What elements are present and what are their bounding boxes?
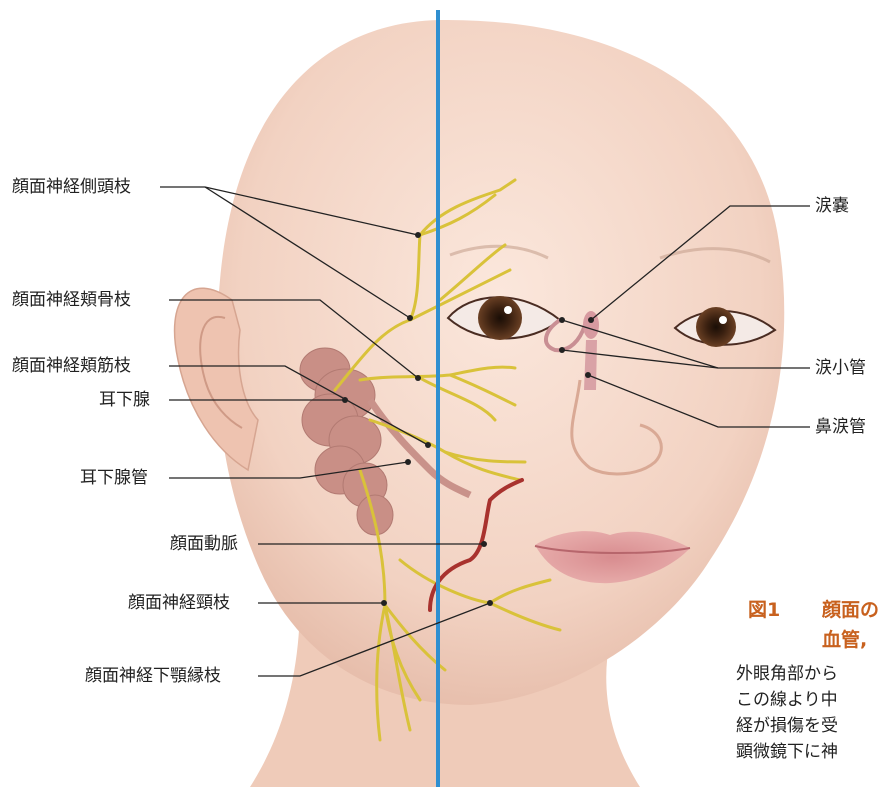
caption-line-3: 経が損傷を受 [736, 714, 838, 739]
label-cervical-branch: 顔面神経頸枝 [128, 593, 230, 613]
label-parotid-gland: 耳下腺 [99, 390, 150, 410]
figure-number: 図1 [748, 598, 780, 622]
right-iris [696, 307, 736, 347]
label-mandibular-branch: 顔面神経下顎縁枝 [85, 666, 221, 686]
left-eye-highlight [504, 306, 512, 314]
label-lacrimal-canaliculi: 涙小管 [815, 358, 866, 378]
caption-line-4: 顕微鏡下に神 [736, 740, 838, 765]
label-lacrimal-sac: 涙嚢 [815, 196, 849, 216]
label-temporal-branch: 顔面神経側頭枝 [12, 177, 131, 197]
label-facial-artery: 顔面動脈 [170, 534, 238, 554]
label-zygomatic-branch: 顔面神経頬骨枝 [12, 290, 131, 310]
figure-title-line-2: 血管, [822, 628, 867, 652]
caption-line-2: この線より中 [736, 688, 838, 713]
label-nasolacrimal-duct: 鼻涙管 [815, 417, 866, 437]
label-parotid-duct: 耳下腺管 [80, 468, 148, 488]
figure-title-line-1: 顔面の [822, 598, 879, 622]
label-buccal-branch: 顔面神経頬筋枝 [12, 356, 131, 376]
nasolacrimal-duct-shape [584, 340, 597, 390]
left-iris [478, 296, 522, 340]
caption-line-1: 外眼角部から [736, 662, 838, 687]
right-eye-highlight [719, 316, 727, 324]
